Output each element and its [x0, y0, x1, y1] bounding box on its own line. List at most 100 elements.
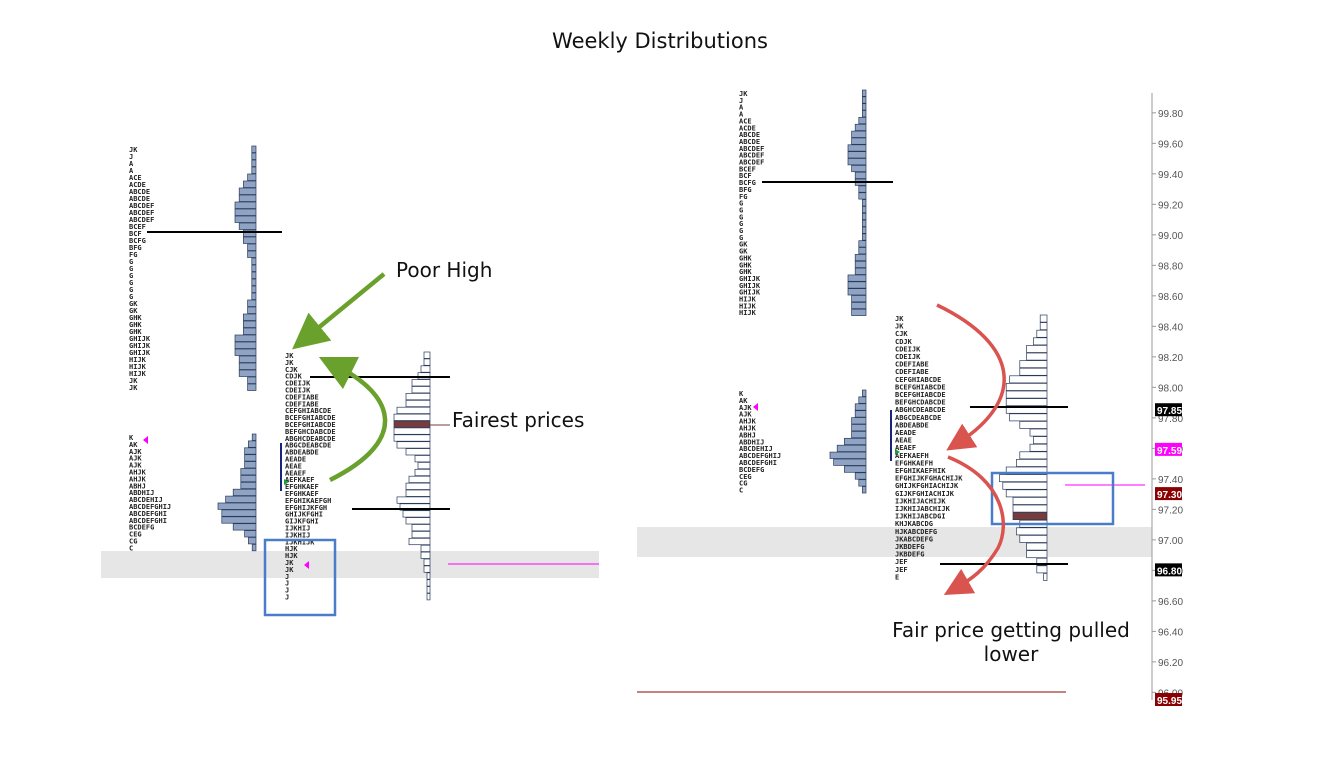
histogram-bar	[238, 187, 257, 195]
histogram-bar	[405, 393, 431, 401]
tpo-row: G	[739, 234, 743, 242]
histogram-bar	[999, 474, 1048, 483]
histogram-bar	[1002, 481, 1048, 490]
histogram-bar	[396, 406, 431, 414]
histogram-bar	[1005, 489, 1048, 498]
histogram-bar	[1019, 367, 1048, 376]
left-panel: JKJAAACEACDEABCDEABCDEABCDEFABCDEFABCDEF…	[129, 145, 431, 602]
tpo-row: GHIJK	[129, 349, 151, 357]
histogram-bar	[862, 389, 867, 397]
tpo-row: AJK	[129, 462, 142, 470]
histogram-bar	[847, 274, 867, 282]
tpo-row: CDEIJK	[285, 387, 311, 395]
tpo-row: GHIJK	[739, 275, 761, 283]
histogram-bar	[251, 159, 257, 167]
tpo-row: HIJK	[129, 363, 147, 371]
left-profile-2: KAKAJKAJKAJKAHJKAHJKABHJABDHIJABCDEHIJAB…	[129, 433, 257, 552]
histogram-bar	[408, 537, 431, 546]
histogram-bar	[851, 417, 867, 425]
histogram-bar	[251, 271, 257, 279]
right-gray-band	[637, 527, 1152, 557]
histogram-bar	[238, 362, 257, 370]
histogram-bar	[393, 434, 431, 442]
tpo-row: BCEF	[129, 223, 146, 231]
tpo-row: A	[129, 167, 134, 175]
tpo-row: G	[129, 293, 133, 301]
tpo-row: ABHJ	[739, 431, 756, 439]
histogram-bar	[1036, 565, 1048, 574]
tpo-row: AEAEF	[285, 469, 306, 477]
tpo-row: ABCDE	[739, 131, 760, 139]
tpo-row: JK	[895, 323, 904, 331]
tpo-row: G	[129, 265, 133, 273]
histogram-bar	[1005, 383, 1048, 391]
tpo-row: HJK	[285, 545, 298, 553]
left-profile-1: JKJAAACEACDEABCDEABCDEABCDEFABCDEFABCDEF…	[129, 145, 257, 392]
y-tick-label: 96.20	[1158, 658, 1183, 669]
y-tick-label: 98.40	[1158, 322, 1183, 333]
tpo-row: ABCDEHIJ	[129, 496, 163, 504]
histogram-bar	[244, 454, 257, 462]
histogram-bar	[240, 468, 257, 476]
tpo-row: E	[895, 573, 899, 581]
y-tick-label: 98.60	[1158, 292, 1183, 303]
tpo-row: CEFGHIABCDE	[285, 407, 331, 415]
histogram-bar	[411, 531, 431, 539]
tpo-row: ABHJ	[129, 482, 146, 490]
tpo-row: CEG	[739, 473, 752, 481]
histogram-bar	[243, 180, 257, 188]
right-highlight-box	[990, 471, 1115, 526]
tpo-row: AK	[739, 397, 748, 405]
histogram-bar	[251, 145, 257, 153]
histogram-bar	[234, 201, 257, 209]
chart-title: Weekly Distributions	[552, 29, 768, 53]
tpo-row: AEADE	[285, 456, 306, 464]
histogram-bar	[408, 475, 431, 483]
histogram-bar	[854, 267, 867, 275]
histogram-bar	[251, 292, 257, 300]
histogram-bar	[240, 475, 257, 483]
histogram-bar	[417, 372, 431, 380]
histogram-bar	[393, 420, 431, 428]
tpo-row: ABCDEF	[129, 209, 154, 217]
tpo-row: GHIJK	[129, 335, 151, 343]
histogram-bar	[423, 565, 431, 573]
tpo-row: GK	[129, 307, 138, 315]
tpo-row: AJK	[739, 411, 752, 419]
histogram-bar	[862, 89, 867, 97]
histogram-bar	[234, 348, 257, 356]
tpo-row: CJK	[895, 330, 908, 338]
tpo-row: ABCDE	[129, 188, 150, 196]
histogram-bar	[414, 455, 431, 463]
tpo-row: BEFGHCDABCDE	[285, 428, 336, 436]
tpo-row: BCDEFG	[739, 466, 764, 474]
tpo-row: CDEFIABE	[285, 393, 319, 401]
tpo-row: ACE	[129, 174, 142, 182]
tpo-row: AEAE	[285, 462, 302, 470]
histogram-bar	[244, 461, 257, 469]
histogram-bar	[405, 399, 431, 408]
histogram-bar	[411, 386, 431, 394]
histogram-bar	[862, 212, 867, 221]
tpo-row: KHJKABCDG	[895, 520, 933, 528]
tpo-row: AEADE	[895, 429, 916, 437]
tpo-row: JK	[285, 359, 294, 367]
histogram-bar	[248, 440, 257, 448]
histogram-bar	[847, 281, 867, 289]
tpo-row: JEF	[895, 566, 908, 574]
histogram-bar	[232, 488, 257, 496]
tpo-row: FG	[129, 251, 137, 259]
histogram-bar	[411, 524, 431, 532]
histogram-bar	[858, 396, 867, 404]
tpo-row: CDJK	[285, 373, 303, 381]
price-badge-label: 95.95	[1157, 696, 1182, 707]
tpo-row: GIJKFGHIACHIJK	[895, 490, 955, 498]
histogram-bar	[1012, 512, 1048, 521]
histogram-bar	[1026, 550, 1048, 559]
tpo-row: GHK	[129, 321, 142, 329]
tpo-row: GHIJK	[739, 282, 761, 290]
histogram-bar	[1026, 345, 1048, 353]
histogram-bar	[247, 376, 257, 384]
histogram-bar	[1029, 428, 1048, 437]
